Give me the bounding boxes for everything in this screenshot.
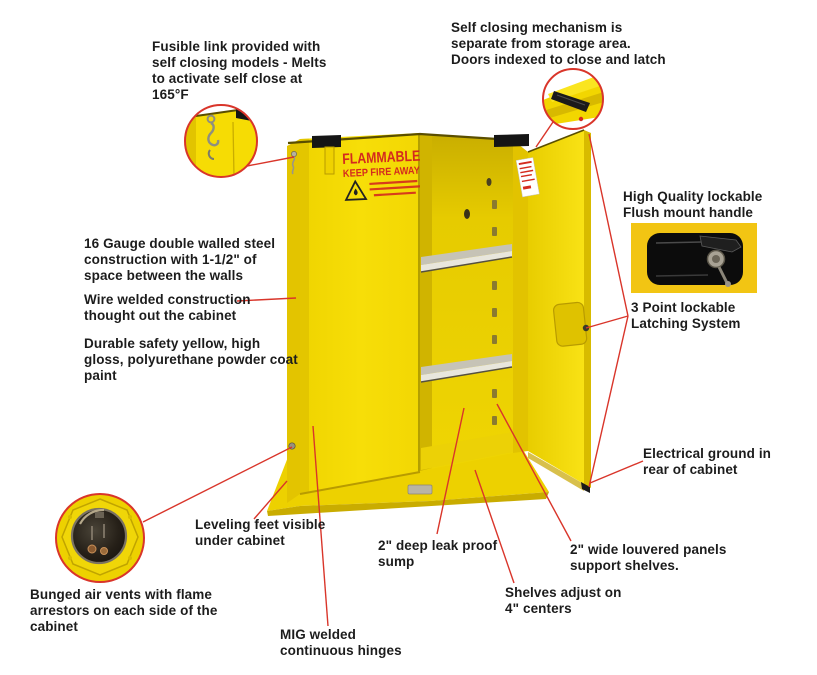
nameplate bbox=[407, 484, 433, 495]
cabinet-body: FLAMMABLE KEEP FIRE AWAY bbox=[267, 129, 591, 516]
leader-self-closing bbox=[535, 121, 554, 148]
back-wall-hole-icon bbox=[486, 178, 492, 186]
leader-mig-hinges bbox=[312, 425, 329, 627]
leader-lines bbox=[142, 121, 644, 627]
right-door bbox=[515, 129, 591, 493]
s-hook-icon bbox=[207, 121, 220, 147]
fusible-chain-icon bbox=[291, 156, 296, 175]
leader-electrical-ground bbox=[589, 460, 644, 484]
annotation-three-point: 3 Point lockable Latching System bbox=[631, 300, 741, 331]
door-stop-icon bbox=[494, 134, 529, 147]
handle-inset bbox=[631, 223, 757, 293]
leader-latch-top bbox=[588, 133, 629, 317]
vent-magnifier bbox=[55, 493, 145, 583]
annotation-wire-welded: Wire welded construction thought out the… bbox=[84, 292, 251, 323]
fusible-link-icon bbox=[291, 151, 297, 157]
annotation-shelf-centers: Shelves adjust on 4" centers bbox=[505, 585, 622, 616]
annotation-mig-hinges: MIG welded continuous hinges bbox=[280, 627, 402, 658]
door-corner-foot bbox=[581, 482, 590, 493]
cabinet-left-side bbox=[287, 139, 300, 503]
latch-lever-icon bbox=[699, 235, 742, 253]
annotation-self-closing: Self closing mechanism is separate from … bbox=[451, 20, 666, 67]
keep-fire-away-text: KEEP FIRE AWAY bbox=[343, 165, 420, 180]
door-stop-icon bbox=[312, 135, 341, 148]
annotation-flush-handle: High Quality lockable Flush mount handle bbox=[623, 189, 763, 220]
annotation-double-wall: 16 Gauge double walled steel constructio… bbox=[84, 236, 276, 283]
flame-glyph-icon bbox=[353, 188, 358, 196]
upper-shelf bbox=[420, 244, 513, 273]
leader-latch-middle bbox=[585, 315, 629, 329]
leader-leveling-feet bbox=[253, 480, 288, 520]
leader-wire-welded bbox=[236, 297, 297, 302]
recessed-handle-cup bbox=[552, 301, 588, 347]
base-shadow-edge bbox=[267, 492, 549, 516]
door-closer-arm-icon bbox=[324, 146, 335, 175]
leader-latch-bottom bbox=[588, 315, 629, 488]
left-door: FLAMMABLE KEEP FIRE AWAY bbox=[291, 133, 422, 495]
right-stile bbox=[513, 140, 528, 453]
cabinet-interior bbox=[420, 134, 513, 471]
sump-floor bbox=[421, 432, 513, 470]
annotation-bunged-vents: Bunged air vents with flame arrestors on… bbox=[30, 587, 218, 634]
back-wall-hole-icon bbox=[464, 209, 470, 219]
fusible-link-magnifier bbox=[184, 104, 258, 178]
leader-vent bbox=[142, 446, 293, 523]
vent-plug-icon bbox=[70, 507, 128, 565]
annotation-fusible-link: Fusible link provided with self closing … bbox=[152, 39, 327, 102]
leader-louvered-panels bbox=[496, 403, 572, 542]
annotation-leak-sump: 2" deep leak proof sump bbox=[378, 538, 498, 569]
self-closing-magnifier bbox=[542, 68, 604, 130]
flammable-label: FLAMMABLE KEEP FIRE AWAY bbox=[342, 148, 422, 201]
annotation-paint: Durable safety yellow, high gloss, polyu… bbox=[84, 336, 298, 383]
shelf-slot-column bbox=[492, 200, 497, 425]
annotation-leveling-feet: Leveling feet visible under cabinet bbox=[195, 517, 326, 548]
leader-shelf-centers bbox=[474, 469, 515, 584]
lower-shelf bbox=[420, 354, 513, 383]
warning-triangle-icon bbox=[344, 179, 368, 201]
annotation-louvered-panels: 2" wide louvered panels support shelves. bbox=[570, 542, 727, 573]
flammable-text: FLAMMABLE bbox=[342, 148, 421, 168]
link-loop-icon bbox=[206, 114, 216, 124]
annotation-electrical: Electrical ground in rear of cabinet bbox=[643, 446, 772, 477]
leader-sump bbox=[436, 407, 465, 535]
cabinet-top bbox=[287, 132, 529, 175]
door-warning-label bbox=[515, 157, 540, 198]
multilingual-warning-lines-icon bbox=[369, 179, 422, 197]
key-icon bbox=[717, 266, 729, 284]
leader-fusible bbox=[246, 156, 295, 167]
